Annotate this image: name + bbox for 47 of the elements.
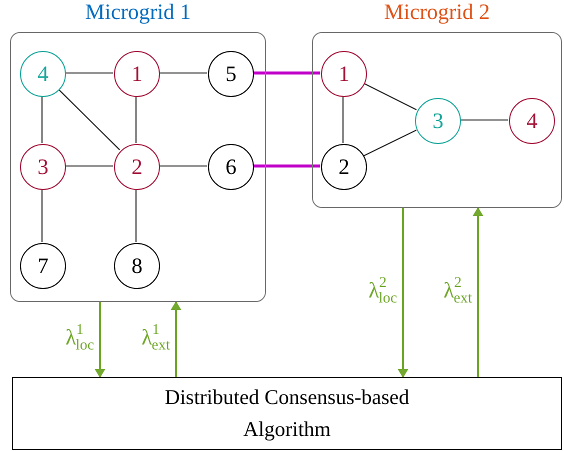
connection-line (135, 96, 137, 143)
node-number: 2 (132, 154, 142, 180)
connection-line (363, 130, 417, 156)
algorithm-label: Distributed Consensus-based Algorithm (164, 384, 410, 442)
bus-node-circle (20, 51, 66, 97)
node-number: 7 (38, 253, 48, 279)
node-number: 3 (432, 108, 444, 134)
node-number: 3 (38, 154, 48, 180)
node-number: 6 (226, 154, 236, 180)
algorithm-box (12, 377, 562, 450)
microgrid-title: Microgrid 2 (384, 0, 490, 24)
connection-line (253, 164, 320, 168)
bus-node-circle (509, 98, 555, 144)
connection-line (41, 189, 43, 242)
connection-line (159, 165, 207, 167)
bus-node-circle (208, 51, 254, 97)
bus-node-circle (20, 243, 66, 289)
connection-line (159, 72, 207, 74)
arrow (94, 302, 106, 378)
bus-node-circle (208, 144, 254, 190)
bus-node-circle (321, 144, 367, 190)
microgrid-title: Microgrid 1 (85, 0, 191, 24)
connection-line (253, 72, 320, 74)
arrow (170, 301, 182, 377)
node-number: 2 (338, 154, 350, 180)
node-number: 4 (38, 61, 48, 87)
arrow (472, 207, 484, 377)
bus-node-circle (20, 144, 66, 190)
connection-line (41, 96, 43, 143)
bus-node-circle (114, 243, 160, 289)
node-number: 1 (338, 61, 350, 87)
node-number: 4 (526, 108, 538, 134)
connection-line (65, 72, 113, 74)
connection-line (58, 88, 120, 150)
bus-node-circle (321, 51, 367, 97)
connection-line (460, 119, 508, 121)
connection-line (363, 82, 417, 110)
connection-line (135, 189, 137, 242)
connection-line (65, 165, 113, 167)
connection-line (342, 96, 344, 143)
bus-node-circle (114, 144, 160, 190)
node-number: 1 (132, 61, 142, 87)
arrow (398, 208, 408, 378)
node-number: 8 (132, 253, 142, 279)
bus-node-circle (415, 98, 461, 144)
bus-node-circle (114, 51, 160, 97)
node-number: 5 (226, 61, 236, 87)
